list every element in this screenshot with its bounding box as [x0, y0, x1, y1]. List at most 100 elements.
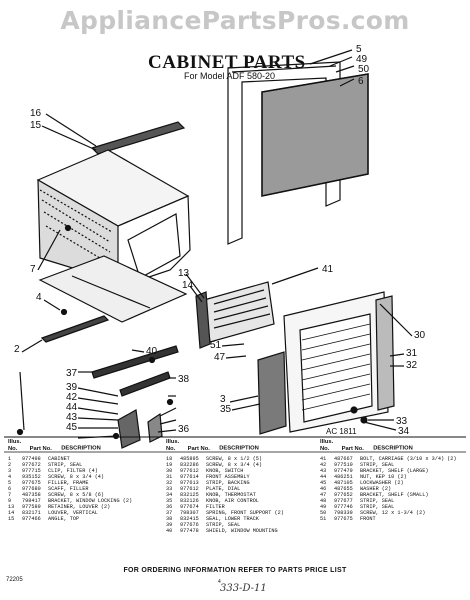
header-part-no: Part No.	[341, 445, 364, 452]
part-number: 977613	[180, 480, 199, 486]
filter	[257, 351, 287, 435]
part-description: KNOB, SWITCH	[206, 468, 244, 474]
illus-number: 1	[8, 456, 12, 462]
callout-14: 14	[182, 280, 194, 291]
part-description: STRIP, SEAL	[360, 504, 395, 510]
seal-strip	[40, 315, 110, 343]
part-description: SEAL, LOWER TRACK	[206, 516, 259, 522]
table-row: 1 977498 CABINET	[8, 456, 158, 462]
shelf-bracket	[117, 409, 141, 449]
part-description: STRIP, SEAL	[48, 462, 83, 468]
header-illus-no: Illus. No.	[320, 439, 334, 452]
ordering-footer: FOR ORDERING INFORMATION REFER TO PARTS …	[123, 567, 347, 574]
part-description: BRACKET, SHELF (SMALL)	[360, 492, 429, 498]
callout-5: 5	[356, 44, 362, 55]
illus-number: 19	[166, 462, 173, 468]
callout-31: 31	[406, 348, 418, 359]
page-title: CABINET PARTS	[148, 52, 306, 73]
callout-49: 49	[356, 54, 368, 65]
callout-42: 42	[66, 392, 78, 403]
illus-number: 36	[166, 504, 173, 510]
part-description: RETAINER, LOUVER (2)	[48, 504, 111, 510]
part-number: 977672	[22, 462, 41, 468]
callout-2: 2	[14, 344, 20, 355]
illus-number: 15	[8, 516, 15, 522]
part-description: STRIP, BACKING	[206, 480, 250, 486]
cabinet-opening	[127, 213, 181, 279]
part-number: 977612	[180, 486, 199, 492]
part-description: KNOB, AIR CONTROL	[206, 498, 259, 504]
illus-number: 50	[320, 510, 327, 516]
part-number: 832125	[180, 492, 199, 498]
part-number: 977589	[22, 504, 41, 510]
part-number: 487358	[22, 492, 41, 498]
part-description: BRACKET, WINDOW LOCKING (2)	[48, 498, 133, 504]
part-description: CLIP, FILTER (4)	[48, 468, 98, 474]
header-part-no: Part No.	[29, 445, 52, 452]
illus-number: 6	[8, 486, 12, 492]
illus-number: 48	[320, 498, 327, 504]
header-description: DESCRIPTION	[373, 445, 413, 452]
part-description: SCREW, 12 x 1-3/4 (2)	[360, 510, 426, 516]
part-description: SCREW, 8 x 3/4 (4)	[48, 474, 105, 480]
illus-number: 37	[166, 510, 173, 516]
callout-32: 32	[406, 360, 418, 371]
part-number: 977676	[180, 522, 199, 528]
part-number: 832286	[180, 462, 199, 468]
part-number: 487655	[334, 486, 353, 492]
illus-number: 49	[320, 504, 327, 510]
watermark-text: AppliancePartsPros.com	[60, 6, 410, 35]
part-description: WASHER (2)	[360, 486, 392, 492]
callout-33: 33	[396, 416, 408, 427]
callout-35: 35	[220, 404, 232, 415]
header-description: DESCRIPTION	[61, 445, 101, 452]
illus-number: 39	[166, 522, 173, 528]
part-description: SCREW, 8 x 5/8 (6)	[48, 492, 105, 498]
part-number: 977498	[22, 456, 41, 462]
part-number: 977674	[180, 504, 199, 510]
part-description: LOUVER, VERTICAL	[48, 510, 98, 516]
part-description: STRIP, SEAL	[206, 522, 241, 528]
part-number: 798417	[22, 498, 41, 504]
header-illus-no: Illus. No.	[166, 439, 180, 452]
figure-code: AC 1811	[326, 427, 357, 436]
part-description: FRONT ASSEMBLY	[206, 474, 250, 480]
top-angle	[90, 121, 186, 155]
part-number: 487105	[334, 480, 353, 486]
illus-number: 35	[166, 498, 173, 504]
table-rules	[4, 436, 466, 453]
callout-38: 38	[178, 374, 190, 385]
part-description: SHIELD, WINDOW MOUNTING	[206, 528, 278, 534]
table-row: 7 487358 SCREW, 8 x 5/8 (6)	[8, 492, 158, 498]
callout-43: 43	[66, 412, 78, 423]
part-number: 977675	[22, 480, 41, 486]
part-description: BOLT, CARRIAGE (3/10 x 3/4) (2)	[360, 456, 457, 462]
callout-41: 41	[322, 264, 334, 275]
illus-number: 43	[320, 468, 327, 474]
part-description: CABINET	[48, 456, 70, 462]
illus-number: 51	[320, 516, 327, 522]
part-number: 486251	[334, 474, 353, 480]
illus-number: 7	[8, 492, 12, 498]
part-description: SCREW, 8 x 1/2 (5)	[206, 456, 263, 462]
